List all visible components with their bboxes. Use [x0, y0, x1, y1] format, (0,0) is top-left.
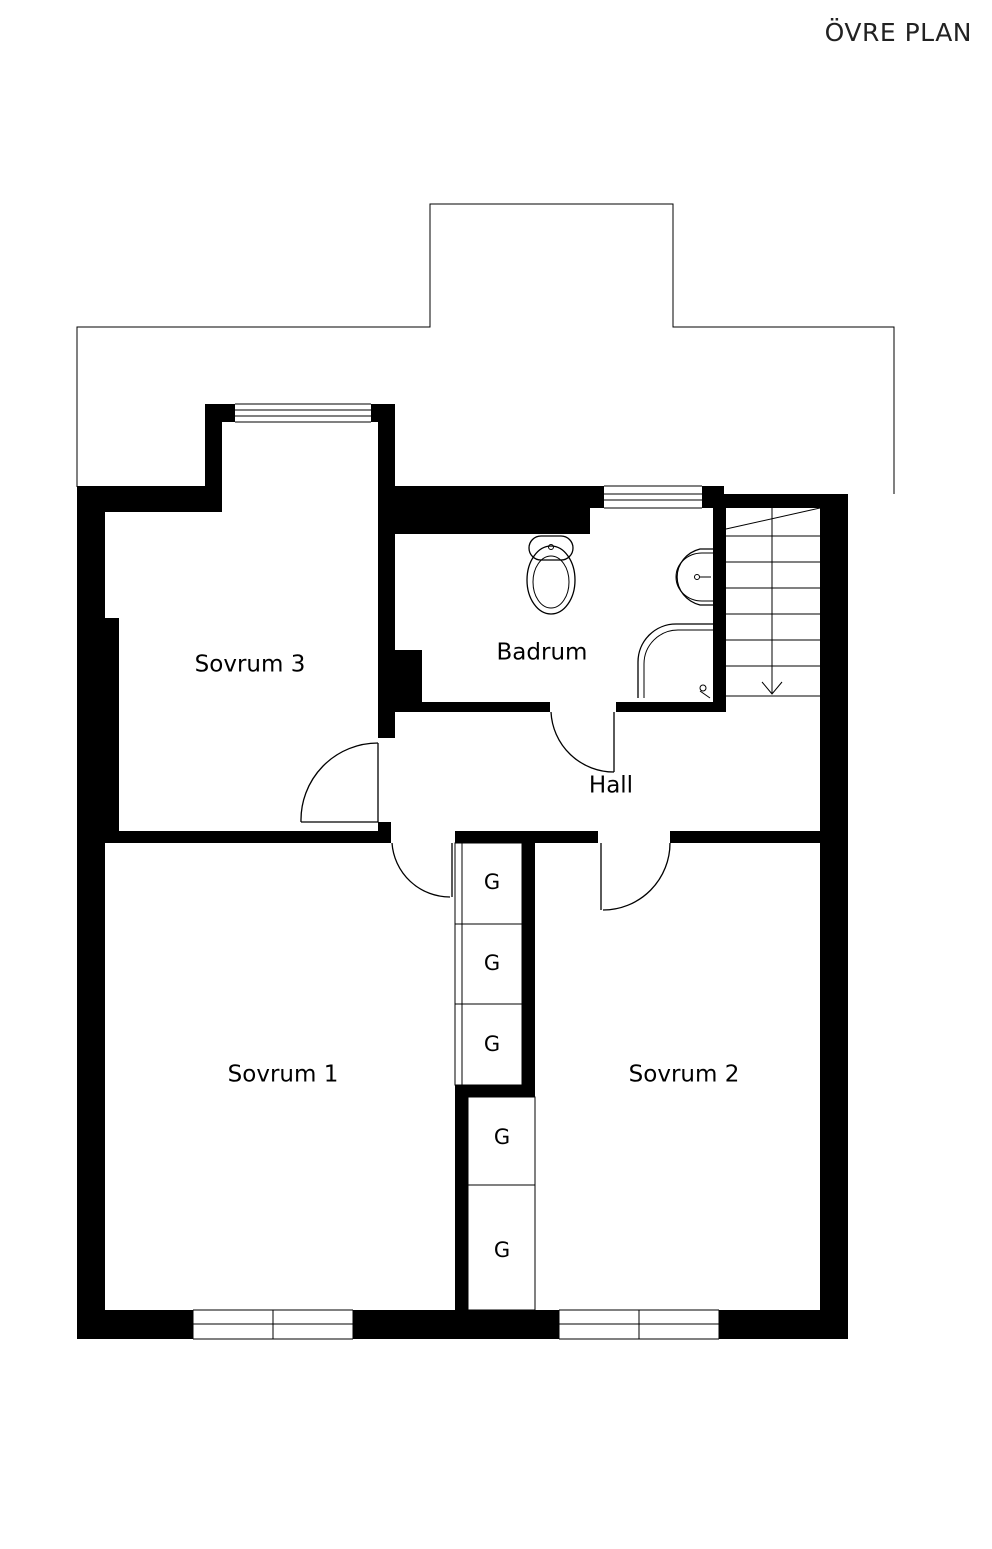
windows	[192, 403, 720, 1340]
closet-label: G	[494, 1125, 510, 1149]
closet-outlines	[454, 842, 536, 1311]
closet-label: G	[484, 870, 500, 894]
doors	[300, 711, 671, 911]
room-label-hall: Hall	[589, 773, 633, 799]
staircase	[725, 507, 821, 697]
sink-icon	[675, 548, 713, 606]
toilet-icon	[526, 535, 576, 615]
room-label-sovrum-1: Sovrum 1	[228, 1062, 339, 1088]
roof-outline	[76, 203, 895, 494]
interior-walls	[105, 508, 820, 1310]
closet-label: G	[494, 1238, 510, 1262]
room-label-sovrum-2: Sovrum 2	[629, 1062, 740, 1088]
closet-label: G	[484, 1032, 500, 1056]
plan-title: ÖVRE PLAN	[824, 18, 972, 47]
room-label-sovrum-3: Sovrum 3	[195, 652, 306, 678]
closet-label: G	[484, 951, 500, 975]
shower-icon	[637, 623, 713, 699]
room-label-badrum: Badrum	[497, 640, 588, 666]
